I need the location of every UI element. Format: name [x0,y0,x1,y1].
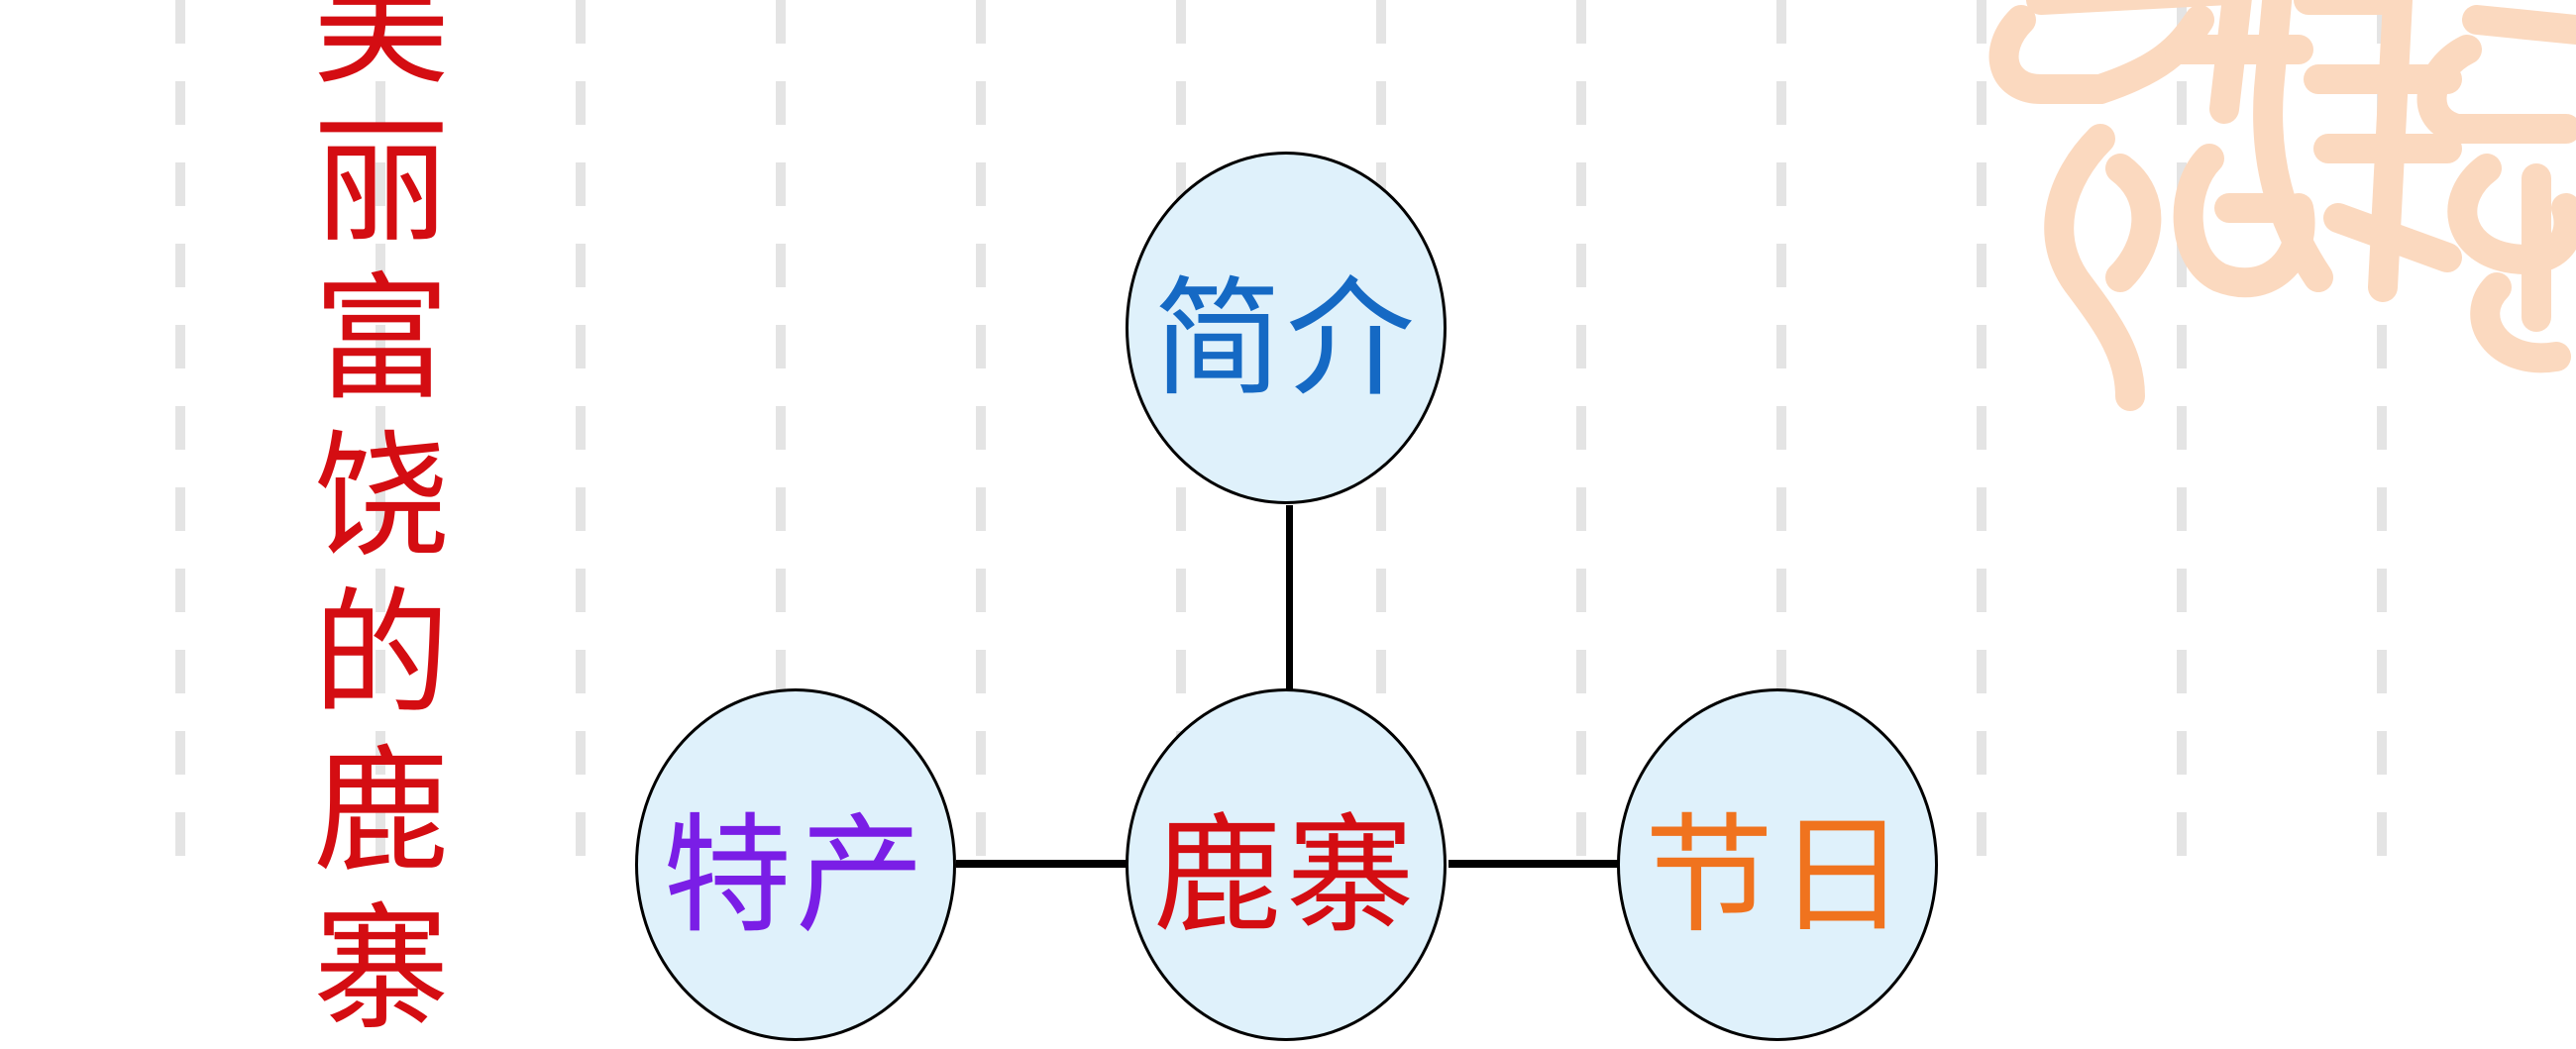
node-right-label: 节日 [1644,800,1910,951]
title-char: 美 [312,0,450,104]
node-top-label: 简介 [1152,263,1419,414]
node-left[interactable]: 特产 [635,688,956,1041]
grid-line [376,0,385,892]
grid-line [1776,0,1786,892]
connector-top [1286,505,1293,693]
decorative-seal-script-icon [1988,0,2576,411]
title-char: 饶 [312,417,450,577]
grid-line [1576,0,1586,892]
grid-line [776,0,786,892]
node-right[interactable]: 节日 [1617,688,1938,1041]
node-top[interactable]: 简介 [1126,152,1447,504]
grid-line [2177,0,2187,892]
vertical-title: 美 丽 富 饶 的 鹿 寨 [297,0,466,1048]
connector-left [956,860,1139,868]
node-left-label: 特产 [662,800,928,951]
node-center[interactable]: 鹿寨 [1126,688,1447,1041]
grid-line [175,0,185,892]
title-char: 的 [312,575,450,734]
connector-right [1449,860,1632,868]
title-char: 丽 [312,102,450,262]
title-char: 寨 [312,890,450,1049]
grid-line [976,0,986,892]
grid-line [576,0,586,892]
grid-line [2377,0,2387,892]
grid-line [1977,0,1986,892]
title-char: 鹿 [312,732,450,892]
title-char: 富 [312,260,450,419]
node-center-label: 鹿寨 [1152,800,1419,951]
